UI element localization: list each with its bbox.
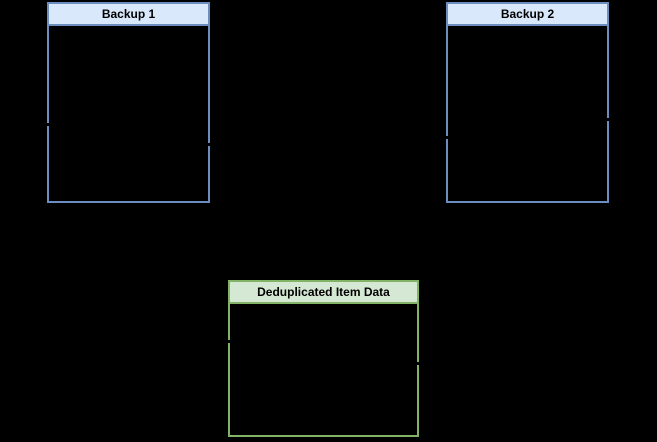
node-backup-1-title: Backup 1 xyxy=(101,7,156,21)
node-deduplicated-item-data-header: Deduplicated Item Data xyxy=(228,280,419,304)
node-backup-2-body xyxy=(446,26,609,203)
connector-endpoint-tick-backup2-left xyxy=(443,136,452,139)
node-deduplicated-item-data-title: Deduplicated Item Data xyxy=(257,285,390,299)
node-backup-1[interactable]: Backup 1 xyxy=(47,2,210,203)
connector-endpoint-tick-dedup-left xyxy=(225,340,234,343)
connector-endpoint-tick-backup2-right xyxy=(604,118,613,121)
node-deduplicated-item-data-body xyxy=(228,304,419,437)
node-backup-1-body xyxy=(47,26,210,203)
connector-endpoint-tick-backup1-right xyxy=(205,143,214,146)
connector-endpoint-tick-backup1-left xyxy=(43,123,52,126)
node-deduplicated-item-data[interactable]: Deduplicated Item Data xyxy=(228,280,419,437)
node-backup-2-title: Backup 2 xyxy=(500,7,555,21)
node-backup-2-header: Backup 2 xyxy=(446,2,609,26)
node-backup-1-header: Backup 1 xyxy=(47,2,210,26)
node-backup-2[interactable]: Backup 2 xyxy=(446,2,609,203)
connector-endpoint-tick-dedup-right xyxy=(414,362,423,365)
